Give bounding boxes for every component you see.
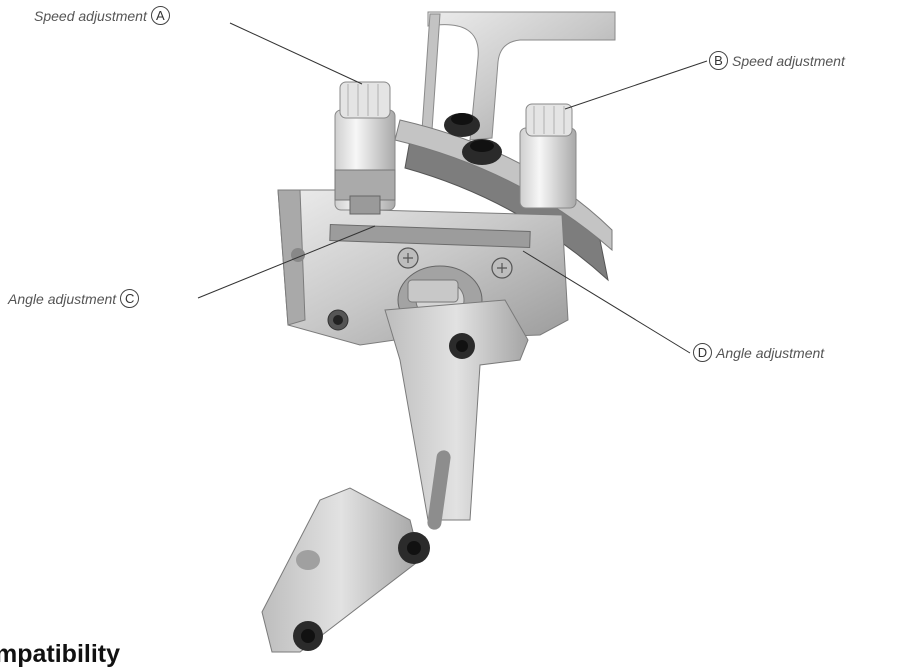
upper-arm: [384, 299, 529, 530]
callout-d-badge: D: [693, 343, 712, 362]
section-heading: mpatibility: [0, 640, 121, 668]
callout-c-label: Angle adjustment: [8, 290, 117, 307]
cylinder-b: [519, 103, 577, 209]
callout-a-label: Speed adjustment: [34, 7, 147, 24]
callout-speed-adjustment-a: Speed adjustment A: [34, 6, 170, 25]
leader-line-a: [229, 22, 363, 85]
callout-b-label: Speed adjustment: [732, 52, 845, 69]
callout-c-badge: C: [120, 289, 140, 308]
callout-a-badge: A: [150, 6, 170, 25]
callout-angle-adjustment-c: Angle adjustment C: [8, 289, 140, 308]
callout-b-badge: B: [709, 51, 728, 70]
leader-line-d: [522, 250, 691, 354]
upper-bracket: [421, 11, 616, 141]
leader-line-b: [564, 60, 708, 110]
leader-line-c: [197, 225, 376, 299]
leader-lines: [197, 22, 708, 354]
callout-angle-adjustment-d: D Angle adjustment: [693, 343, 824, 362]
hex-caps: [444, 113, 502, 165]
callout-speed-adjustment-b: B Speed adjustment: [709, 51, 845, 70]
callout-d-label: Angle adjustment: [716, 344, 825, 361]
lower-arm: [261, 487, 430, 653]
block-screws: [397, 247, 513, 279]
cylinder-a: [334, 81, 396, 215]
